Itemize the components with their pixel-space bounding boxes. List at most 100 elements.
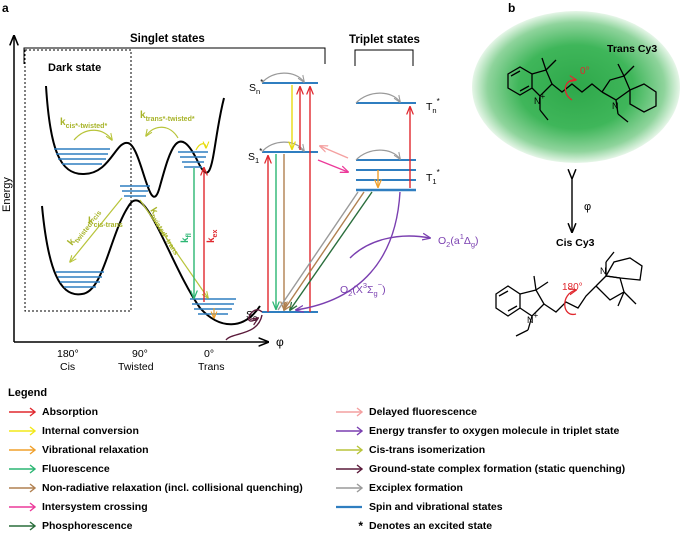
dark-state-box: [24, 49, 132, 312]
legend-label: Absorption: [42, 406, 98, 418]
legend-arrow-icon: [336, 426, 363, 436]
delayed-fluorescence: [320, 146, 349, 159]
svg-text:kfl: kfl: [180, 233, 193, 243]
rate-label-twisted-trans: ktwisted*-trans: [146, 206, 185, 257]
rate-label-trans-twisted: ktrans*-twisted*: [140, 110, 195, 123]
legend-right-item: Delayed fluorescence: [335, 404, 477, 420]
static-quench-arc: [225, 314, 263, 341]
legend-label: Fluorescence: [42, 463, 110, 475]
legend-label: Non-radiative relaxation (incl. collisio…: [42, 482, 303, 494]
svg-text:ktrans*-twisted*: ktrans*-twisted*: [140, 110, 195, 123]
static-quench-arrow: [248, 309, 263, 321]
legend-label: Delayed fluorescence: [369, 406, 477, 418]
t1-label: T1*: [426, 168, 440, 186]
triplet-title: Triplet states: [349, 34, 420, 46]
angle-0: 0°: [204, 348, 214, 360]
triplet-bracket: [354, 49, 414, 66]
trans-n: N: [612, 101, 619, 111]
legend-label: Phosphorescence: [42, 520, 133, 532]
legend-star-row: * Denotes an excited state: [335, 518, 492, 534]
nonrad-t1-s0: [284, 191, 365, 310]
star-symbol: *: [358, 519, 363, 533]
svg-text:kcis*-twisted*: kcis*-twisted*: [60, 117, 107, 130]
exciplex-arrow-sn: [261, 72, 304, 83]
energy-axis-label: Energy: [1, 177, 13, 212]
energy-transfer-oxygen: [296, 191, 401, 310]
legend-arrow-icon: [9, 502, 36, 512]
trans-cy3-title: Trans Cy3: [607, 43, 657, 55]
excited-potential-curve: [45, 85, 225, 198]
o2-triplet-label: O2(X3Σg−): [340, 280, 386, 298]
legend-left-item: Intersystem crossing: [8, 499, 148, 515]
vibrational-levels: [54, 148, 236, 315]
legend-right-item: Cis-trans isomerization: [335, 442, 485, 458]
s1-label: S1*: [248, 147, 262, 165]
legend-arrow-icon: [336, 407, 363, 417]
panel-b-label: b: [508, 1, 515, 15]
arrow-trans-twisted: [146, 126, 179, 139]
label-trans: Trans: [198, 361, 224, 373]
arrow-cis-twisted: [73, 129, 112, 140]
legend-arrow-icon: [9, 407, 36, 417]
legend-left-item: Vibrational relaxation: [8, 442, 149, 458]
legend-label: Exciplex formation: [369, 482, 463, 494]
arrow-twisted-trans: [139, 199, 208, 298]
rate-label-cis-trans: kcis-trans: [88, 216, 123, 229]
cis-rotation-arrow: [564, 290, 576, 315]
ground-potential-curve: [41, 199, 261, 326]
legend-right-item: Ground-state complex formation (static q…: [335, 461, 625, 477]
svg-text:kcis-trans: kcis-trans: [88, 216, 123, 229]
cis-angle-label: 180°: [562, 282, 583, 293]
intersystem-crossing: [317, 159, 348, 172]
legend-arrow-icon: [336, 445, 363, 455]
legend-label: Vibrational relaxation: [42, 444, 149, 456]
rate-label-cis-twisted: kcis*-twisted*: [60, 117, 107, 130]
legend-right-item: Exciplex formation: [335, 480, 463, 496]
exciplex-arrow-tn: [355, 92, 400, 103]
legend-label: Internal conversion: [42, 425, 139, 437]
trans-n-plus: N+: [534, 92, 546, 106]
legend-left-item: Non-radiative relaxation (incl. collisio…: [8, 480, 303, 496]
cis-cy3-structure: [495, 251, 643, 337]
angle-180: 180°: [57, 348, 79, 360]
legend-right-item: Energy transfer to oxygen molecule in tr…: [335, 423, 619, 439]
legend-left-item: Phosphorescence: [8, 518, 132, 534]
svg-text:ktwisted*-trans: ktwisted*-trans: [146, 206, 185, 257]
cis-n: N: [600, 266, 607, 276]
dark-state-label: Dark state: [48, 62, 101, 74]
legend-left-item: Internal conversion: [8, 423, 139, 439]
phi-axis-label: φ: [276, 335, 284, 349]
legend-arrow-icon: [9, 521, 36, 531]
legend-title: Legend: [8, 387, 48, 399]
legend-label: Cis-trans isomerization: [369, 444, 486, 456]
rate-label-ex: kex: [206, 230, 219, 243]
triplet-levels: [356, 102, 416, 192]
legend-star-label: Denotes an excited state: [369, 520, 493, 532]
singlet-bracket: [23, 47, 326, 64]
phi-label: φ: [584, 201, 591, 213]
angle-90: 90°: [132, 348, 148, 360]
cis-n-plus: N+: [527, 311, 539, 325]
arrow-twisted-cis: [70, 197, 123, 262]
legend-arrow-icon: [336, 483, 363, 493]
energy-axis: [14, 36, 268, 342]
panel-a-label: a: [2, 1, 9, 15]
legend-arrow-icon: [9, 483, 36, 493]
cis-cy3-title: Cis Cy3: [556, 237, 595, 249]
exciplex-arrow-t1: [355, 149, 400, 160]
legend-left-item: Fluorescence: [8, 461, 110, 477]
singlet-title: Singlet states: [130, 33, 205, 45]
legend-left-item: Absorption: [8, 404, 98, 420]
legend-label: Spin and vibrational states: [369, 501, 503, 513]
arrow-trans-vib: [195, 144, 206, 151]
legend-arrow-icon: [336, 505, 362, 509]
legend-label: Energy transfer to oxygen molecule in tr…: [369, 425, 620, 437]
phosphorescence-t1-s0: [290, 191, 373, 310]
exciplex-arrow-s1: [261, 141, 304, 152]
label-cis: Cis: [60, 361, 75, 373]
trans-cy3-structure: [507, 57, 657, 123]
legend-arrow-icon: [9, 464, 36, 474]
tn-label: Tn*: [426, 97, 440, 115]
trans-angle-label: 0°: [580, 66, 590, 77]
